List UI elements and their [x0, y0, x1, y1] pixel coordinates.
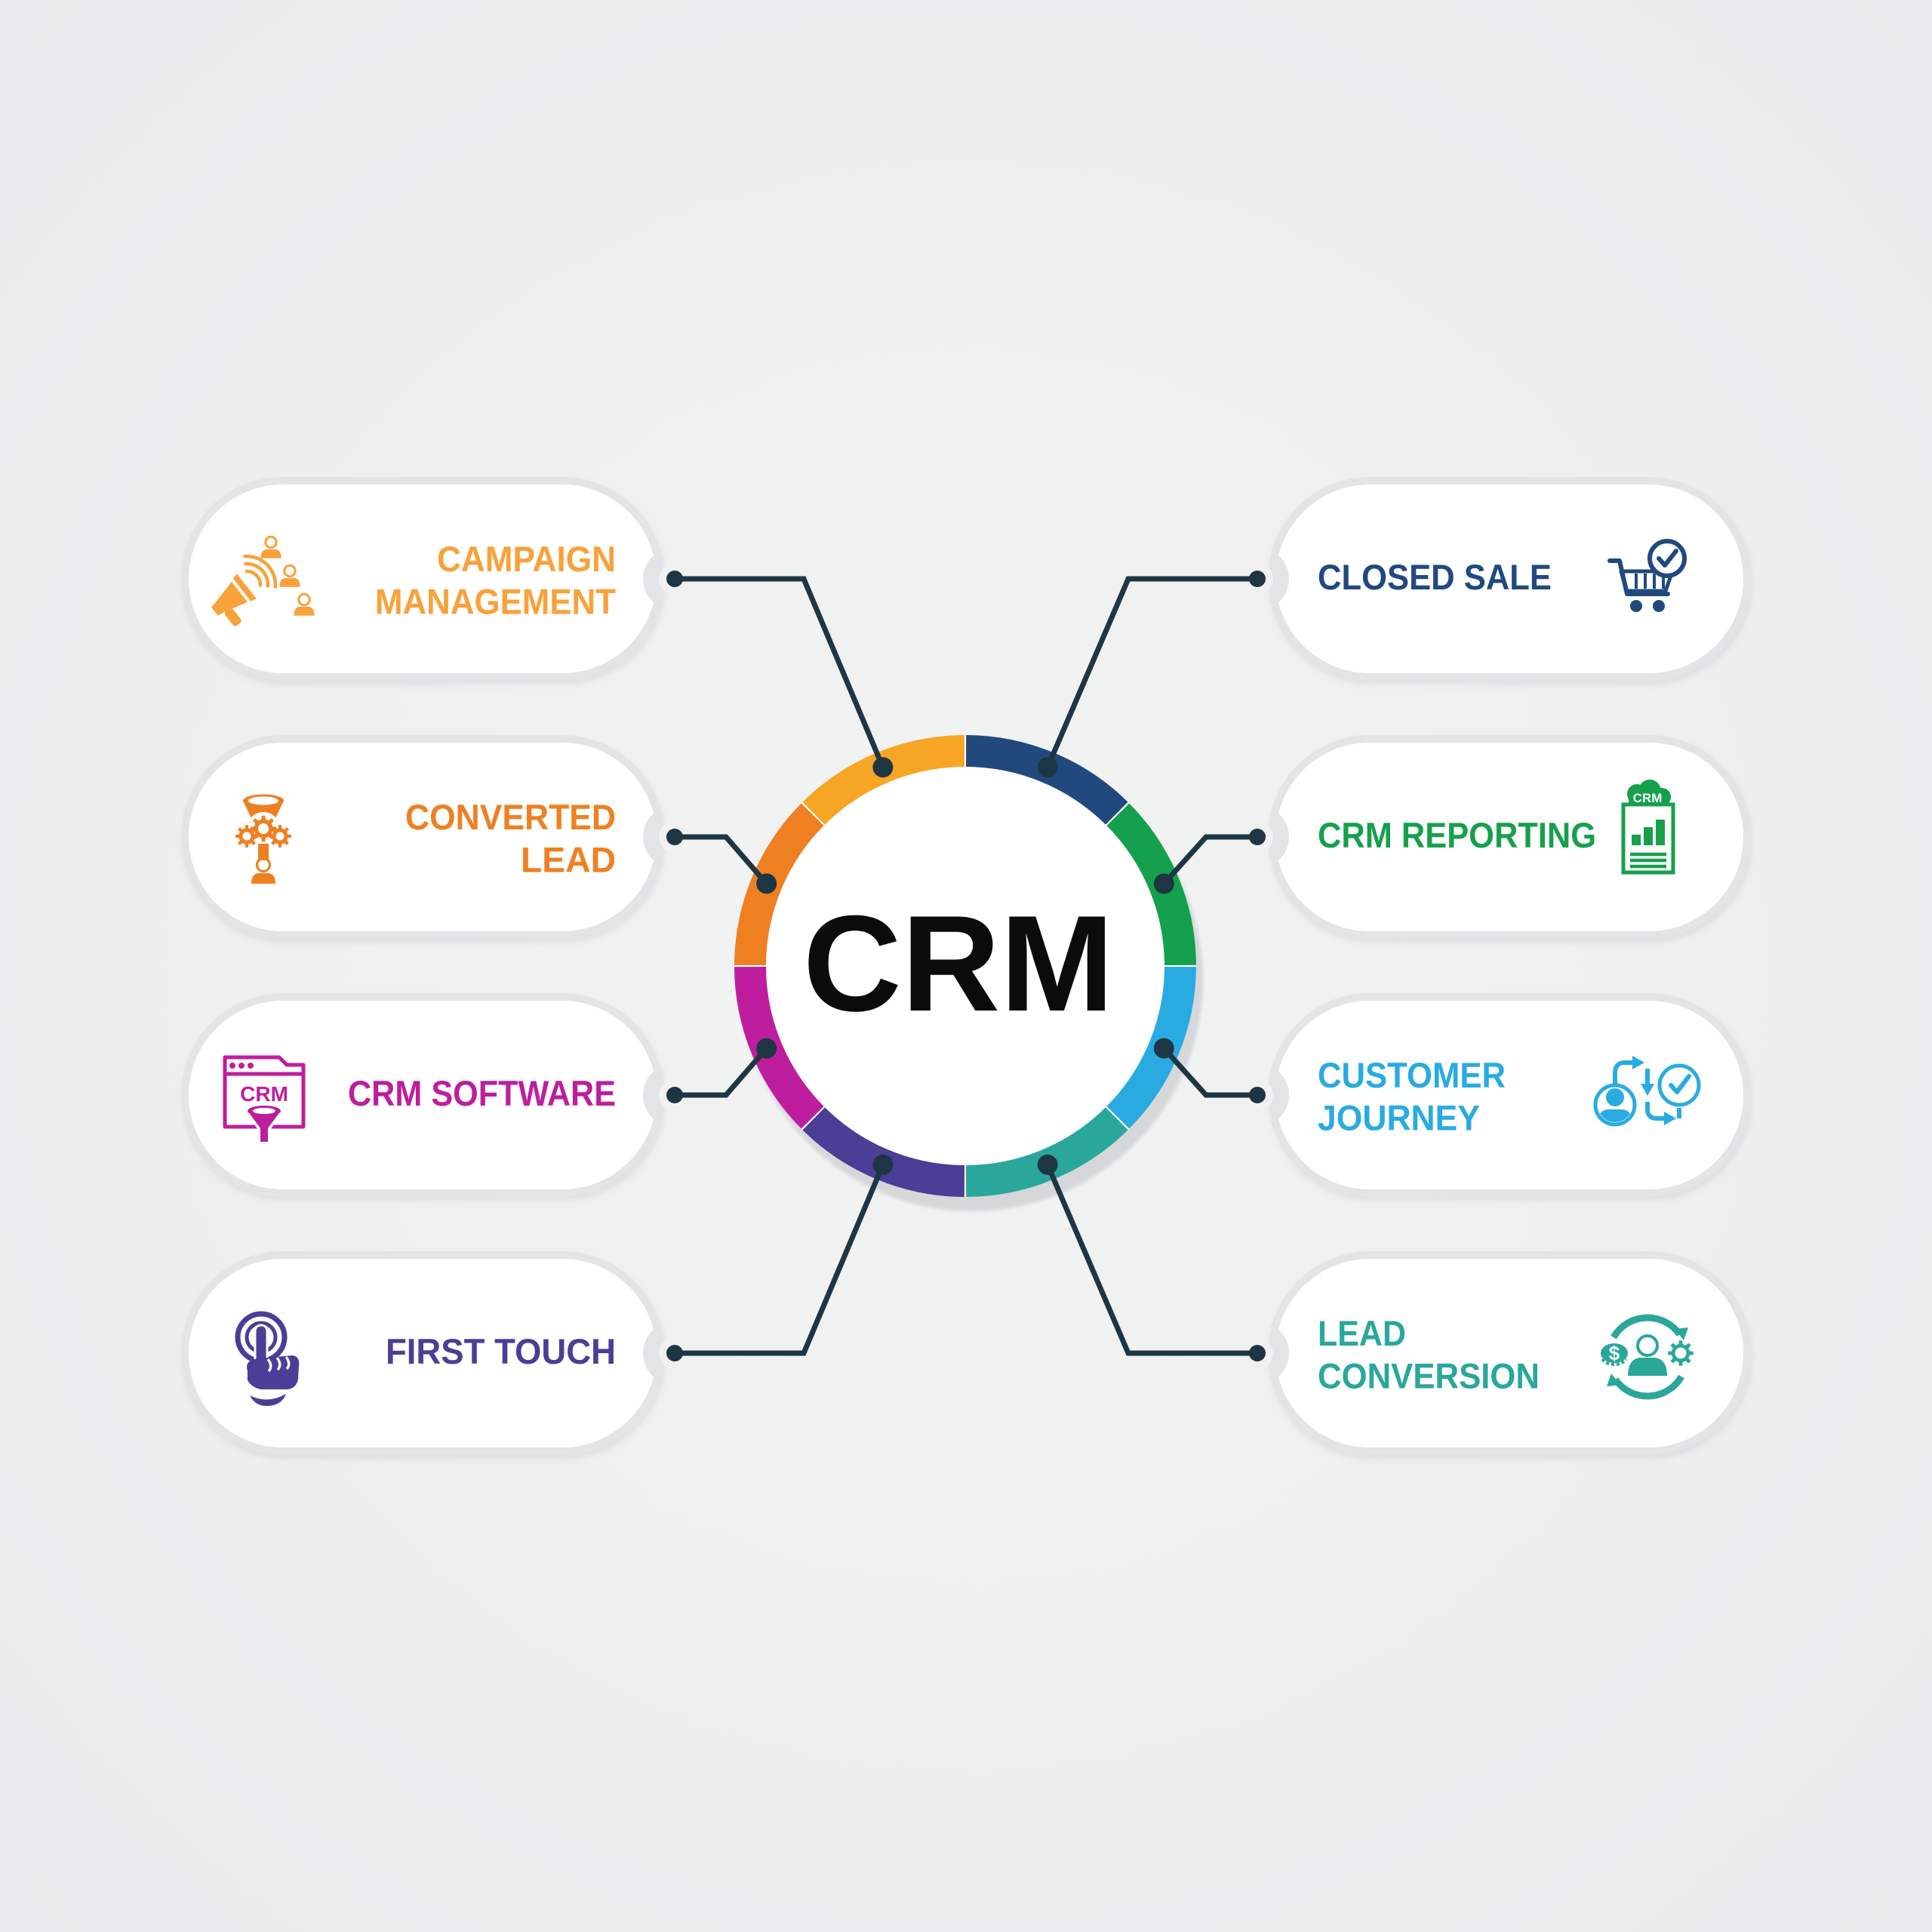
svg-text:LEAD: LEAD — [521, 841, 616, 881]
svg-text:CRM: CRM — [1633, 791, 1663, 805]
svg-text:CONVERSION: CONVERSION — [1318, 1357, 1540, 1397]
svg-text:CRM: CRM — [240, 1082, 288, 1106]
svg-text:CRM: CRM — [803, 888, 1114, 1040]
svg-text:JOURNEY: JOURNEY — [1318, 1099, 1480, 1139]
svg-text:MANAGEMENT: MANAGEMENT — [375, 583, 616, 623]
svg-text:FIRST TOUCH: FIRST TOUCH — [386, 1332, 616, 1372]
svg-text:CRM REPORTING: CRM REPORTING — [1318, 816, 1596, 856]
svg-text:CAMPAIGN: CAMPAIGN — [437, 540, 616, 580]
svg-text:$: $ — [1609, 1342, 1620, 1364]
svg-text:CONVERTED: CONVERTED — [405, 798, 616, 838]
svg-text:LEAD: LEAD — [1318, 1314, 1406, 1354]
svg-text:CRM SOFTWARE: CRM SOFTWARE — [348, 1074, 616, 1114]
svg-text:CUSTOMER: CUSTOMER — [1318, 1056, 1506, 1096]
svg-text:CLOSED SALE: CLOSED SALE — [1318, 558, 1552, 598]
